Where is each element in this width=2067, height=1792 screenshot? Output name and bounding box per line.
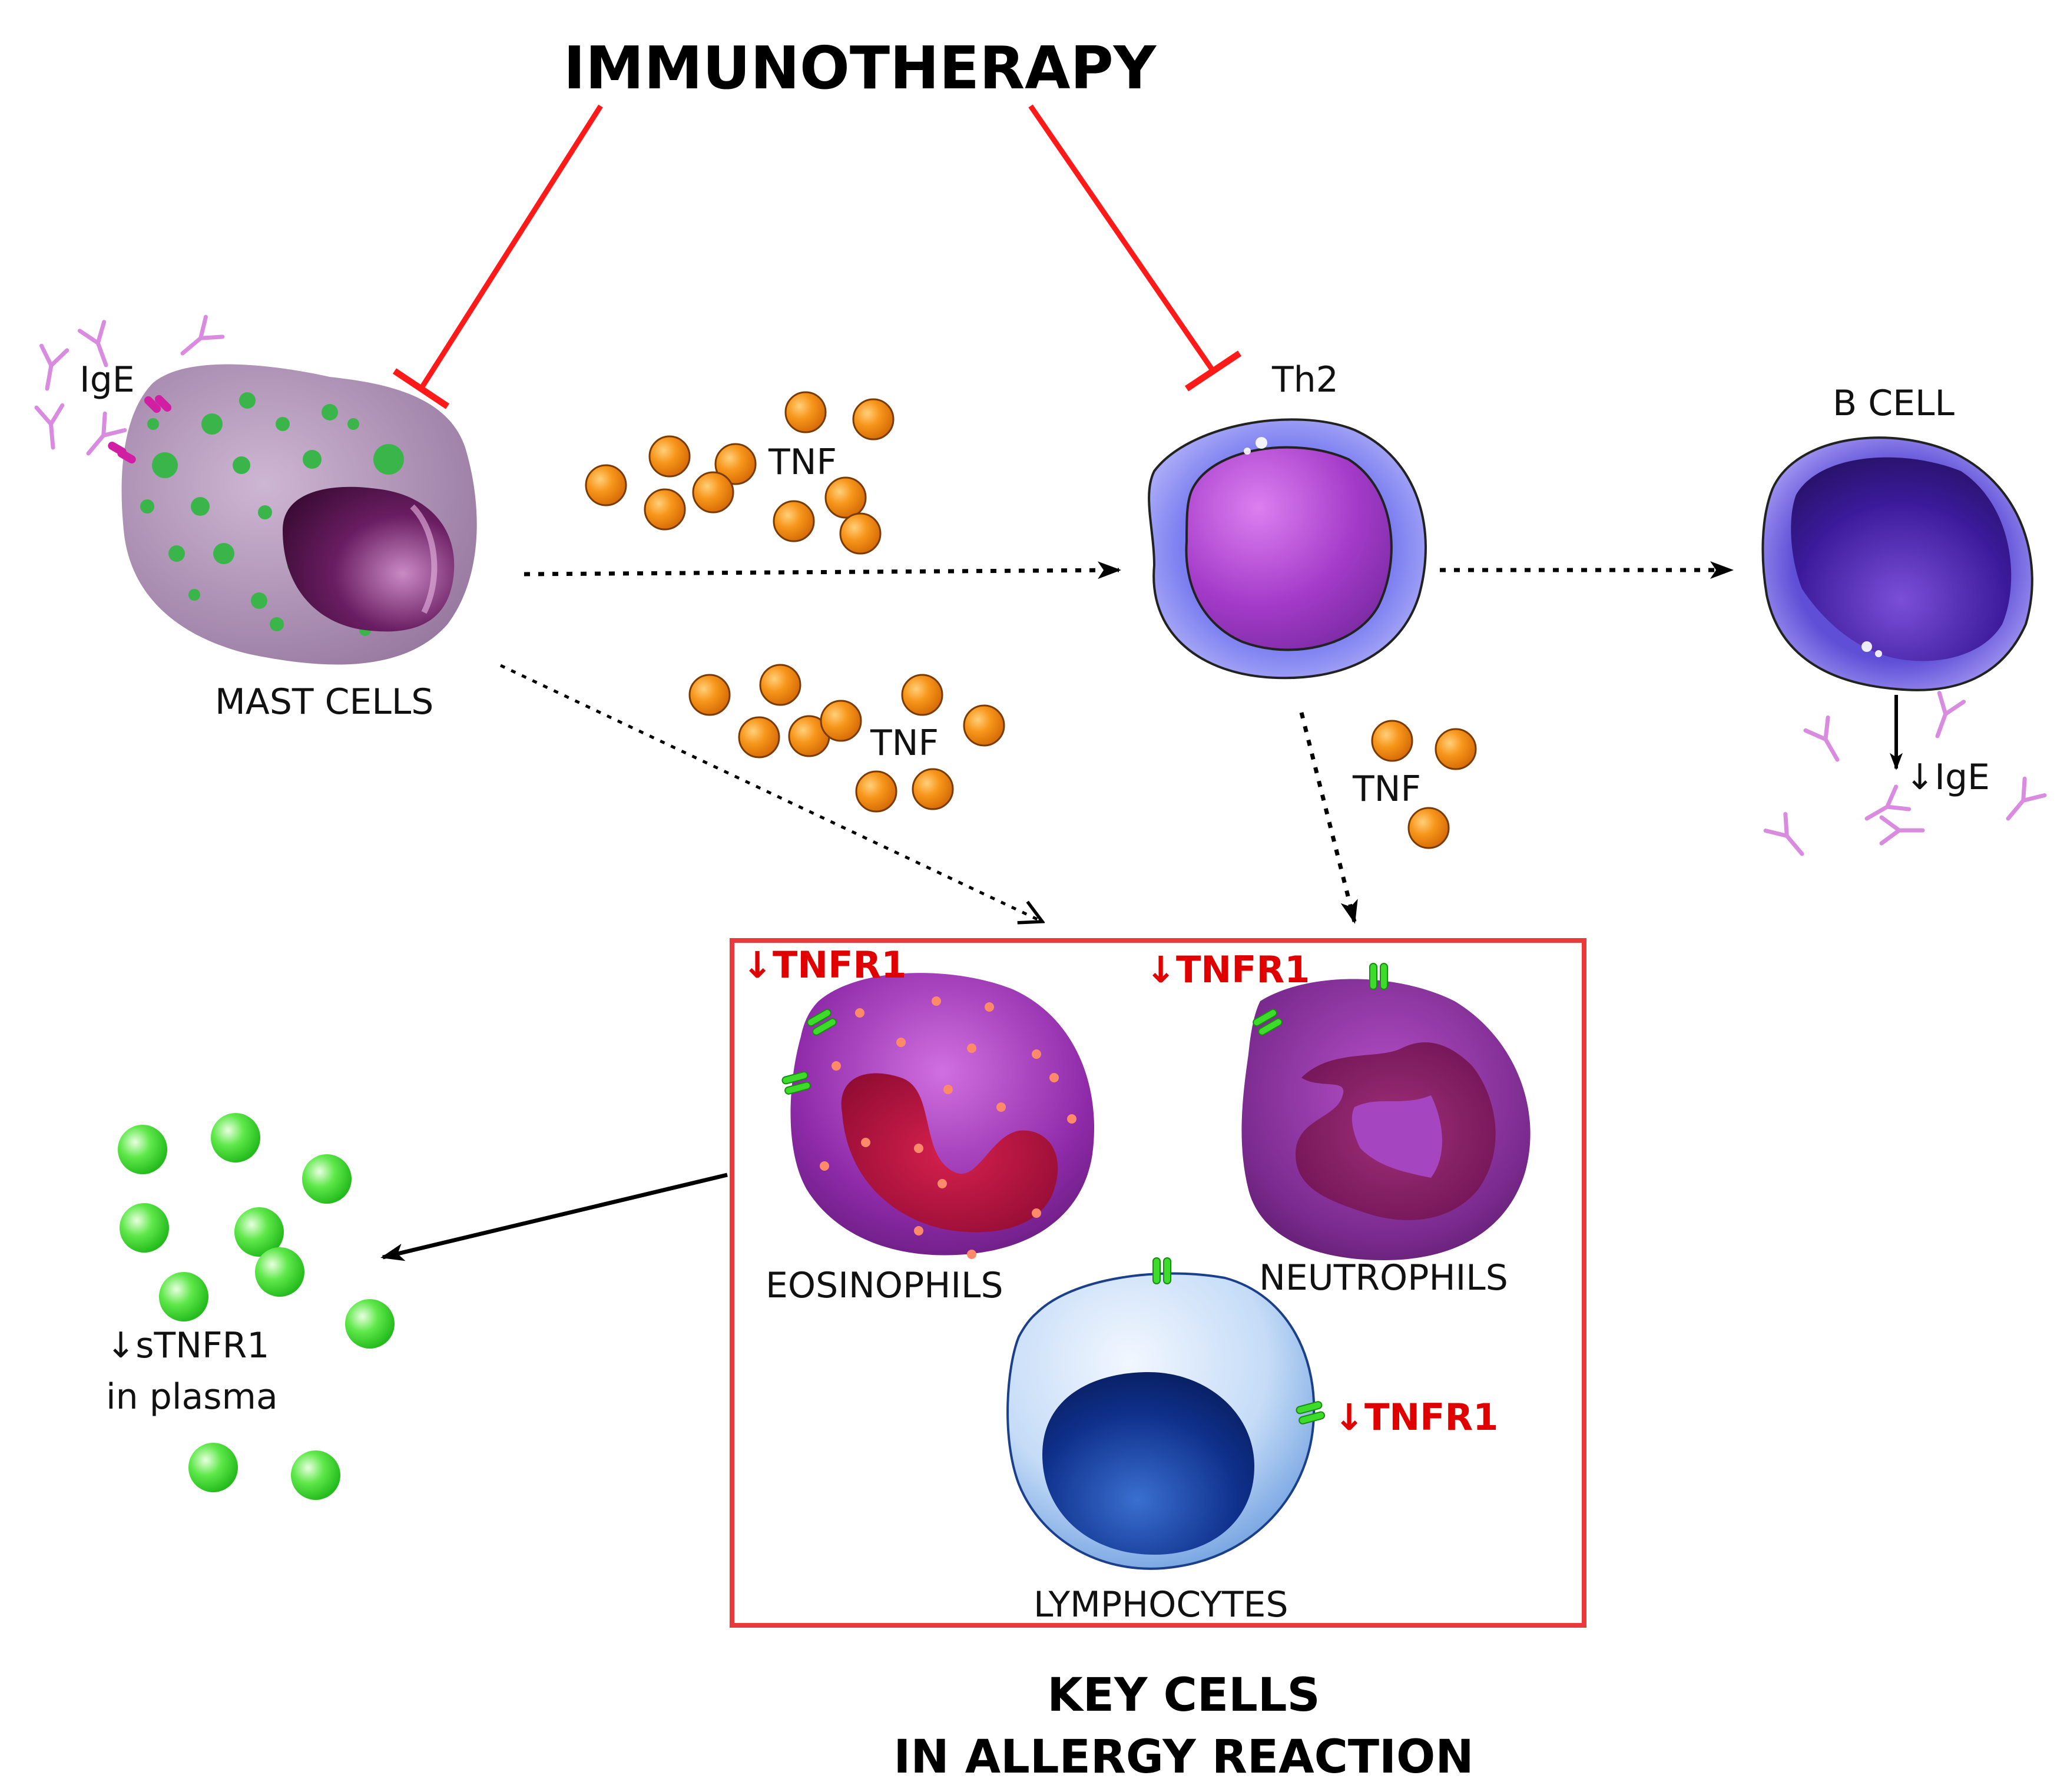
label-b-cell: B CELL: [1833, 383, 1955, 424]
key-cells-box: [730, 938, 1586, 1628]
tnf-cluster-right: [1371, 720, 1477, 849]
inhibition-line-mast: [392, 104, 603, 409]
neutrophil-cell: [1241, 963, 1531, 1260]
label-tnf-middle: TNF: [870, 723, 939, 764]
arrow-mast-to-th2: [524, 561, 1121, 579]
mast-cell-receptors: [108, 395, 172, 463]
inhibition-line-th2: [1028, 104, 1242, 392]
arrow-keycells-to-stnfr1: [380, 1172, 728, 1261]
tnf-cluster-top: [585, 391, 895, 555]
label-th2: Th2: [1271, 359, 1339, 400]
th2-cell: [1148, 418, 1427, 680]
label-ige: IgE: [80, 359, 135, 400]
label-stnfr1-line1: ↓sTNFR1: [106, 1325, 269, 1366]
label-eosinophils-tnfr1: ↓TNFR1: [742, 943, 906, 986]
stnfr1-cluster: [118, 1113, 395, 1500]
label-tnf-right: TNF: [1352, 769, 1421, 810]
label-neutrophils: NEUTROPHILS: [1259, 1257, 1508, 1299]
tnf-cluster-middle: [688, 664, 1005, 813]
label-tnf-top: TNF: [768, 442, 837, 483]
label-key-cells-line1: KEY CELLS: [1047, 1669, 1320, 1722]
b-cell: [1761, 436, 2033, 691]
mast-cell: [121, 364, 477, 665]
arrow-th2-to-keycells: [1299, 712, 1358, 924]
label-key-cells-line2: IN ALLERGY REACTION: [893, 1731, 1473, 1784]
arrow-mast-to-keycells: [499, 664, 1042, 922]
label-lymphocytes: LYMPHOCYTES: [1034, 1584, 1288, 1625]
label-eosinophils: EOSINOPHILS: [766, 1265, 1003, 1306]
label-b-cell-ige: ↓IgE: [1905, 757, 1990, 798]
title-immunotherapy: IMMUNOTHERAPY: [564, 34, 1157, 102]
label-lymphocytes-tnfr1: ↓TNFR1: [1334, 1396, 1498, 1439]
eosinophil-granules: [820, 996, 1076, 1259]
label-stnfr1-line2: in plasma: [106, 1376, 278, 1417]
lymphocyte-cell: [1006, 1257, 1326, 1570]
label-neutrophils-tnfr1: ↓TNFR1: [1145, 948, 1310, 991]
label-mast-cells: MAST CELLS: [215, 681, 433, 723]
eosinophil-cell: [781, 973, 1095, 1259]
